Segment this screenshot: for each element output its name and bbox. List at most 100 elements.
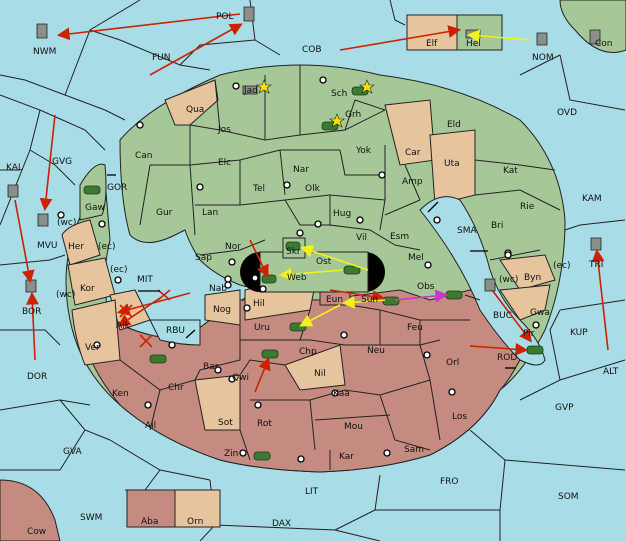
fleet-icon[interactable] <box>589 29 601 45</box>
label-Los: Los <box>452 412 467 422</box>
region-Nil[interactable] <box>284 344 346 391</box>
label-Mou: Mou <box>344 422 363 432</box>
label-COB: COB <box>302 45 322 55</box>
label-Kat: Kat <box>503 166 518 176</box>
label-ec3: (ec) <box>110 265 128 275</box>
label-GVA: GVA <box>63 447 83 457</box>
fleet-icon[interactable] <box>465 29 481 39</box>
army-icon[interactable] <box>445 290 463 300</box>
army-icon[interactable] <box>149 354 167 364</box>
label-RBU: RBU <box>166 326 185 336</box>
army-icon[interactable] <box>382 296 400 306</box>
label-NOM: NOM <box>532 53 554 63</box>
label-KUP: KUP <box>570 328 588 338</box>
label-Gwa: Gwa <box>530 308 550 318</box>
label-POL: POL <box>216 12 234 22</box>
region-Qua[interactable] <box>164 79 219 126</box>
label-Kor: Kor <box>80 284 95 294</box>
label-Hil: Hil <box>253 299 265 309</box>
label-LIT: LIT <box>305 487 319 497</box>
label-Pir: Pir <box>523 329 535 339</box>
region-Her[interactable] <box>61 219 101 266</box>
label-Sot: Sot <box>218 418 233 428</box>
fleet-icon[interactable] <box>484 278 496 292</box>
label-Cow: Cow <box>27 527 46 537</box>
supply-centers <box>57 76 540 463</box>
label-Bar: Bar <box>203 362 219 372</box>
region-Byn[interactable] <box>499 254 556 291</box>
orders-red <box>14 13 609 393</box>
label-Chp: Chp <box>299 347 317 357</box>
army-icon[interactable] <box>526 345 544 355</box>
label-Nor: Nor <box>225 242 241 252</box>
region-Aba[interactable] <box>126 489 176 528</box>
fleets[interactable] <box>7 6 602 293</box>
label-Her: Her <box>68 242 84 252</box>
label-Eun: Eun <box>326 295 343 305</box>
star-markers <box>256 79 375 128</box>
fleet-icon[interactable] <box>37 213 49 227</box>
fleet-icon[interactable] <box>25 279 37 293</box>
label-GOR: GOR <box>107 183 127 193</box>
label-SOM: SOM <box>558 492 579 502</box>
label-Sam: Sam <box>404 445 424 455</box>
label-Rie: Rie <box>520 202 535 212</box>
label-TRI: TRI <box>588 260 603 270</box>
army-icon[interactable] <box>261 274 277 284</box>
label-Jad: Jad <box>243 86 258 96</box>
label-Chr: Chr <box>168 383 184 393</box>
fleet-icon[interactable] <box>242 85 258 95</box>
label-Rot: Rot <box>257 419 272 429</box>
label-Nab: Nab <box>209 284 227 294</box>
label-Ost: Ost <box>316 257 332 267</box>
label-Mel: Mel <box>408 253 424 263</box>
label-SWM: SWM <box>80 513 102 523</box>
fleet-icon[interactable] <box>243 6 255 22</box>
army-icon[interactable] <box>343 265 361 275</box>
region-Cow[interactable] <box>0 479 61 541</box>
label-Uta: Uta <box>444 159 460 169</box>
label-Lan: Lan <box>202 208 218 218</box>
label-Vil: Vil <box>356 233 367 243</box>
label-Elc: Elc <box>218 158 231 168</box>
fleet-icon[interactable] <box>590 237 602 251</box>
label-Hug: Hug <box>333 209 351 219</box>
label-Orn: Orn <box>187 517 203 527</box>
label-Gur: Gur <box>156 208 173 218</box>
label-Uru: Uru <box>254 323 270 333</box>
label-Orl: Orl <box>446 358 459 368</box>
label-Car: Car <box>405 148 421 158</box>
label-BUC: BUC <box>493 311 512 321</box>
army-icon[interactable] <box>83 185 101 195</box>
label-Qua: Qua <box>186 105 204 115</box>
orders-magenta <box>394 289 449 303</box>
label-Eld: Eld <box>447 120 461 130</box>
army-icon[interactable] <box>261 349 279 359</box>
label-DOR: DOR <box>27 372 47 382</box>
label-KAM: KAM <box>582 194 602 204</box>
label-Skr: Skr <box>286 247 301 257</box>
label-Ver: Ver <box>85 343 100 353</box>
label-Bri: Bri <box>491 221 503 231</box>
fleet-icon[interactable] <box>36 23 48 39</box>
label-Neu: Neu <box>367 346 385 356</box>
region-Gwa[interactable] <box>499 284 551 321</box>
label-Obs: Obs <box>417 282 435 292</box>
label-FUN: FUN <box>152 53 171 63</box>
label-Sap: Sap <box>195 253 212 263</box>
label-Amp: Amp <box>402 177 423 187</box>
fleet-icon[interactable] <box>7 184 19 198</box>
army-icon[interactable] <box>253 451 271 461</box>
label-Con: Con <box>595 39 613 49</box>
label-Nar: Nar <box>293 165 309 175</box>
region-Con[interactable] <box>559 0 626 53</box>
fleet-icon[interactable] <box>536 32 548 46</box>
label-ec1: (ec) <box>98 242 116 252</box>
region-Hel[interactable] <box>456 14 503 51</box>
label-Gaw: Gaw <box>85 203 105 213</box>
label-Qwi: Qwi <box>232 373 249 383</box>
label-Sch: Sch <box>331 89 347 99</box>
region-Orn[interactable] <box>174 489 221 528</box>
region-Ver[interactable] <box>71 299 121 366</box>
